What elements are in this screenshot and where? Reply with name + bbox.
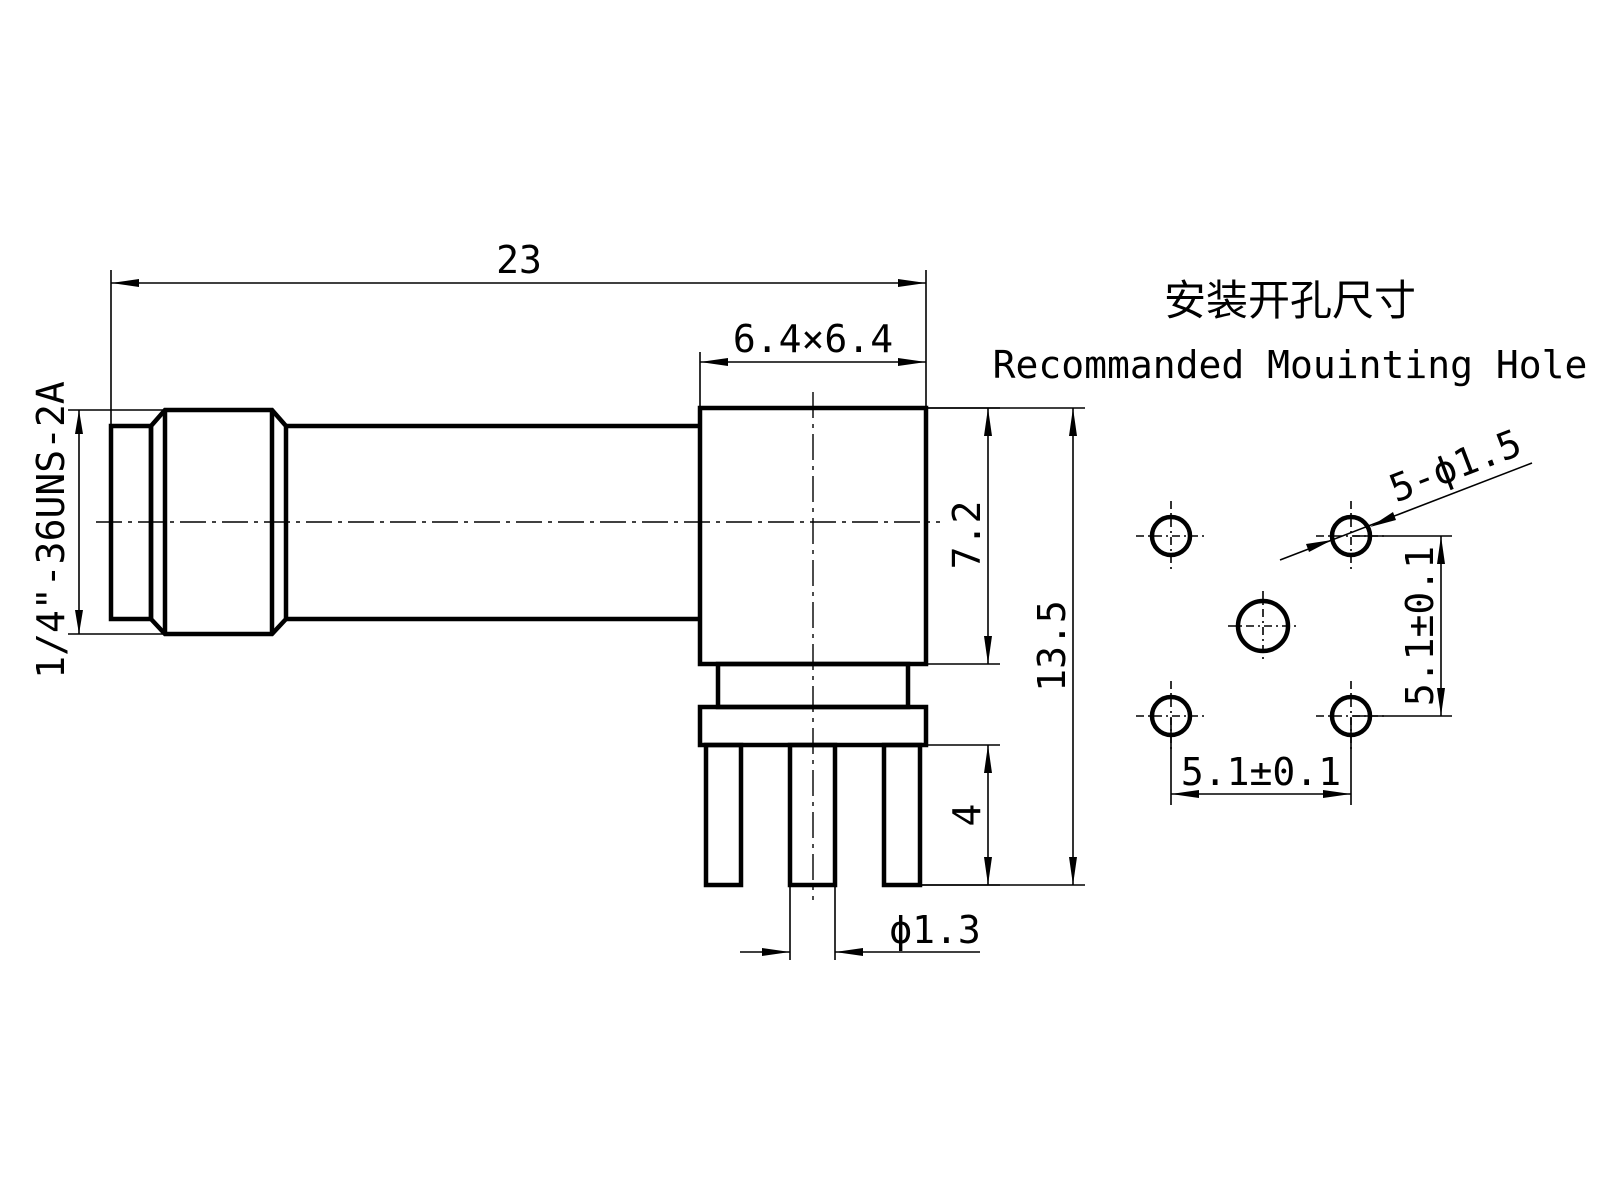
- mounting-title-cn: 安装开孔尺寸: [1164, 276, 1416, 325]
- body-height-label: 7.2: [945, 501, 989, 570]
- dim-pin-length: 4: [922, 744, 1000, 886]
- connector-outline: [108, 405, 929, 888]
- dim-pitch-horizontal: 5.1±0.1: [1170, 718, 1352, 805]
- dim-overall-length: 23: [110, 238, 927, 424]
- centerlines: [96, 392, 940, 900]
- dim-pin-diameter: ϕ1.3: [740, 887, 981, 960]
- body-size-label: 6.4×6.4: [733, 317, 893, 361]
- hole-spec-label: 5-ϕ1.5: [1383, 421, 1527, 511]
- mounting-title-en: Recommanded Mouinting Hole: [993, 343, 1588, 387]
- dim-total-height: 13.5: [922, 407, 1085, 886]
- dim-hole-spec: 5-ϕ1.5: [1279, 421, 1533, 561]
- overall-length-label: 23: [496, 238, 542, 282]
- thread-spec-label: 1/4"-36UNS-2A: [29, 381, 73, 679]
- mounting-holes: [1136, 501, 1386, 751]
- pitch-horizontal-label: 5.1±0.1: [1181, 750, 1341, 794]
- pin-diameter-label: ϕ1.3: [889, 908, 981, 952]
- dim-body-size: 6.4×6.4: [699, 317, 926, 406]
- mounting-title: 安装开孔尺寸 Recommanded Mouinting Hole: [993, 276, 1588, 387]
- total-height-label: 13.5: [1030, 600, 1074, 692]
- dim-thread: 1/4"-36UNS-2A: [29, 381, 163, 679]
- dim-pitch-vertical: 5.1±0.1: [1353, 535, 1452, 717]
- pitch-vertical-label: 5.1±0.1: [1398, 546, 1442, 706]
- pin-length-label: 4: [945, 804, 989, 827]
- dim-body-height: 7.2: [928, 407, 1000, 665]
